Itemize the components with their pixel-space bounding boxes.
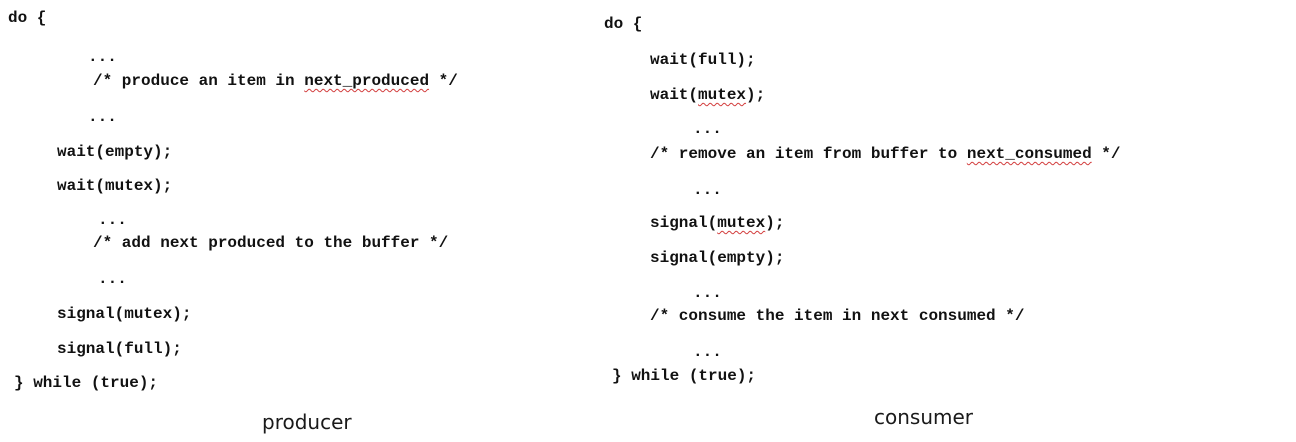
consumer-comment-var: next_consumed: [966, 145, 1092, 163]
producer-comment-produce: /* produce an item in next_produced */: [93, 72, 458, 90]
producer-dots-3: ...: [98, 211, 127, 229]
consumer-dots-2: ...: [693, 181, 722, 199]
producer-caption: producer: [262, 410, 352, 434]
producer-comment-suffix: */: [429, 72, 458, 90]
consumer-signal-prefix: signal(: [650, 214, 718, 232]
consumer-comment-prefix: /* remove an item from buffer to: [650, 145, 967, 163]
consumer-caption: consumer: [874, 405, 974, 429]
consumer-comment-suffix: */: [1091, 145, 1121, 163]
producer-while-close: } while (true);: [14, 374, 159, 392]
producer-comment-var: next_produced: [304, 72, 430, 90]
producer-signal-mutex: signal(mutex);: [57, 305, 192, 323]
producer-dots-1: ...: [88, 48, 117, 66]
producer-dots-4: ...: [98, 270, 127, 288]
consumer-while-close: } while (true);: [612, 367, 757, 385]
producer-wait-mutex: wait(mutex);: [57, 177, 173, 195]
producer-comment-add: /* add next produced to the buffer */: [93, 234, 449, 252]
consumer-comment-consume: /* consume the item in next consumed */: [650, 307, 1025, 325]
producer-do-open: do {: [8, 9, 47, 27]
producer-wait-empty: wait(empty);: [57, 143, 173, 161]
consumer-wait-var: mutex: [698, 86, 747, 104]
producer-dots-2: ...: [88, 108, 117, 126]
consumer-dots-4: ...: [693, 343, 722, 361]
producer-comment-prefix: /* produce an item in: [93, 72, 305, 90]
consumer-signal-empty: signal(empty);: [650, 249, 785, 267]
consumer-do-open: do {: [604, 15, 643, 33]
consumer-wait-suffix: );: [746, 86, 766, 104]
consumer-wait-mutex: wait(mutex);: [650, 86, 765, 104]
consumer-comment-remove: /* remove an item from buffer to next_co…: [650, 145, 1121, 163]
producer-signal-full: signal(full);: [57, 340, 182, 358]
consumer-signal-mutex: signal(mutex);: [650, 214, 784, 232]
consumer-wait-prefix: wait(: [650, 86, 699, 104]
consumer-wait-full: wait(full);: [650, 51, 756, 69]
consumer-dots-1: ...: [693, 120, 722, 138]
consumer-signal-var: mutex: [717, 214, 766, 232]
consumer-signal-suffix: );: [765, 214, 785, 232]
consumer-dots-3: ...: [693, 284, 722, 302]
